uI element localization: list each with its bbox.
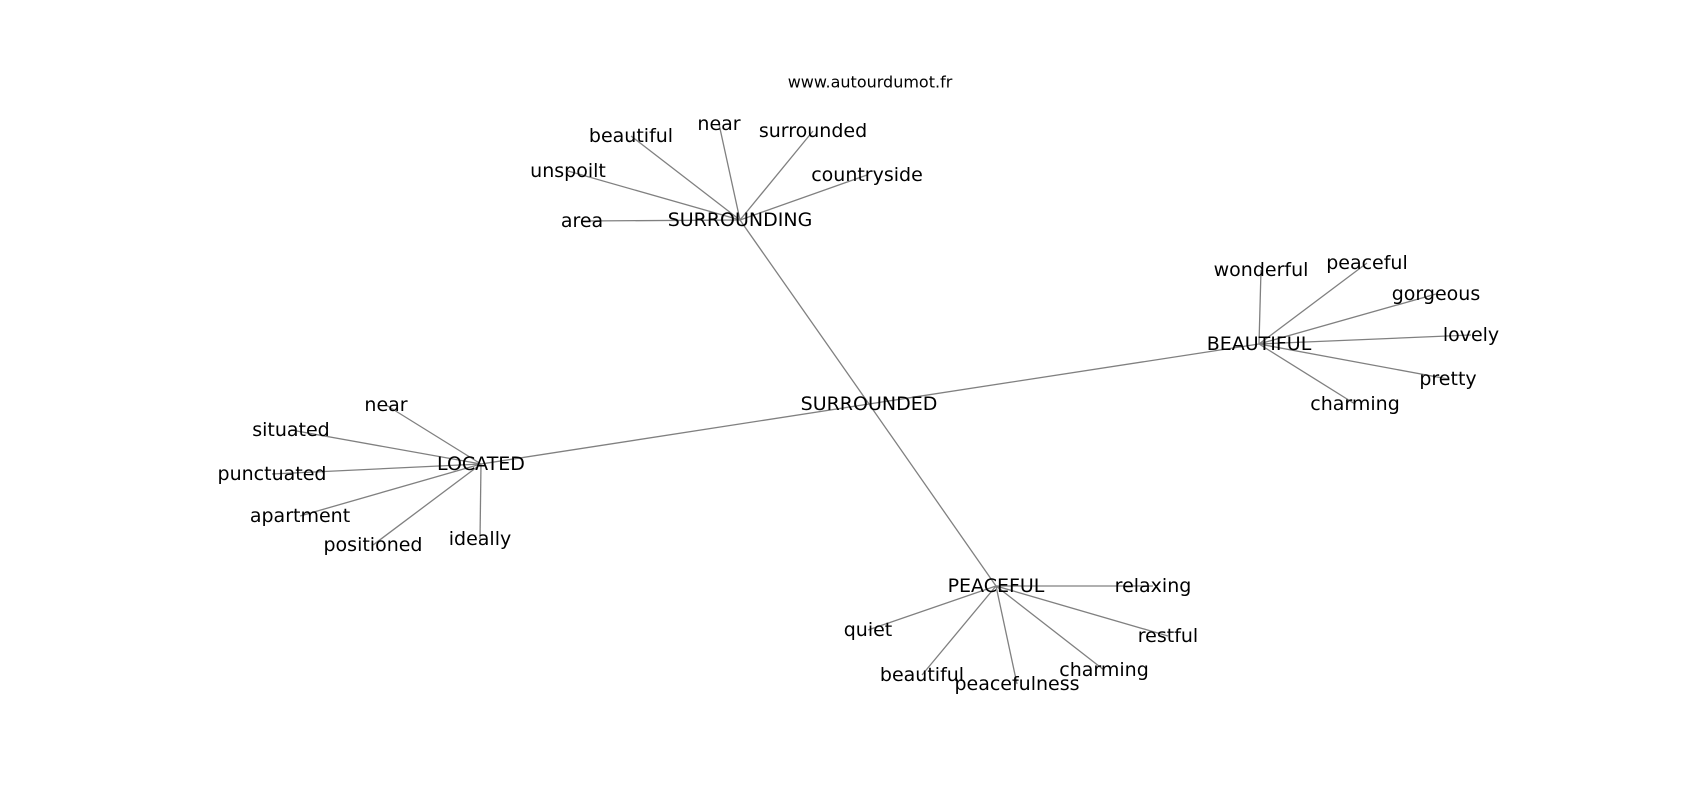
edge-located-punctuated: [271, 463, 482, 475]
edge-located-near: [385, 404, 482, 465]
edge-surrounding-unspoilt: [567, 170, 741, 221]
node-leaf-surrounding-area: area: [561, 210, 603, 232]
node-leaf-beautiful-gorgeous: gorgeous: [1392, 283, 1480, 305]
edge-located-ideally: [479, 463, 482, 540]
edge-surrounding-surrounded: [739, 130, 814, 221]
source-label: www.autourdumot.fr: [788, 73, 953, 92]
node-center: SURROUNDED: [801, 393, 938, 415]
edges-layer: [271, 123, 1472, 685]
edge-beautiful-gorgeous: [1258, 293, 1437, 345]
node-leaf-beautiful-wonderful: wonderful: [1214, 259, 1309, 281]
edge-center-surrounding: [739, 219, 870, 405]
node-leaf-located-positioned: positioned: [323, 534, 422, 556]
edge-center-located: [480, 403, 870, 465]
node-leaf-beautiful-pretty: pretty: [1419, 368, 1476, 390]
edge-peaceful-restful: [995, 585, 1169, 637]
edge-beautiful-peaceful: [1258, 262, 1368, 345]
node-leaf-located-ideally: ideally: [449, 528, 511, 550]
edge-beautiful-wonderful: [1258, 269, 1262, 345]
edge-surrounding-countryside: [739, 174, 868, 221]
edge-surrounding-area: [581, 219, 741, 222]
node-leaf-peaceful-restful: restful: [1138, 625, 1198, 647]
node-leaf-surrounding-beautiful: beautiful: [589, 125, 673, 147]
node-hub-located: LOCATED: [437, 453, 525, 475]
edge-peaceful-charming: [995, 585, 1105, 671]
node-hub-peaceful: PEACEFUL: [948, 575, 1045, 597]
node-leaf-beautiful-lovely: lovely: [1443, 324, 1499, 346]
edge-surrounding-near: [718, 123, 741, 221]
node-leaf-located-apartment: apartment: [250, 505, 350, 527]
edge-located-positioned: [372, 463, 482, 546]
node-leaf-peaceful-charming: charming: [1059, 659, 1149, 681]
node-leaf-surrounding-near: near: [697, 113, 740, 135]
node-leaf-beautiful-charming: charming: [1310, 393, 1400, 415]
node-leaf-peaceful-relaxing: relaxing: [1115, 575, 1192, 597]
node-leaf-surrounding-countryside: countryside: [811, 164, 923, 186]
edge-located-apartment: [299, 463, 482, 517]
edge-peaceful-peacefulness: [995, 585, 1018, 685]
edge-peaceful-quiet: [867, 585, 997, 631]
node-leaf-beautiful-peaceful: peaceful: [1326, 252, 1408, 274]
node-leaf-located-near: near: [364, 394, 407, 416]
node-leaf-located-punctuated: punctuated: [218, 463, 327, 485]
edge-center-beautiful: [868, 343, 1260, 405]
edge-beautiful-lovely: [1258, 334, 1472, 345]
node-hub-beautiful: BEAUTIFUL: [1207, 333, 1312, 355]
node-leaf-surrounding-unspoilt: unspoilt: [530, 160, 606, 182]
labels-layer: SURROUNDED SURROUNDING beautiful near surrou…: [218, 113, 1500, 695]
node-hub-surrounding: SURROUNDING: [668, 209, 813, 231]
edge-located-situated: [290, 429, 482, 465]
edge-peaceful-beautiful: [921, 585, 997, 676]
edge-beautiful-pretty: [1258, 343, 1449, 380]
node-leaf-peaceful-quiet: quiet: [844, 619, 893, 641]
edge-center-peaceful: [868, 403, 997, 587]
node-leaf-located-situated: situated: [252, 419, 330, 441]
node-leaf-surrounding-surrounded: surrounded: [759, 120, 867, 142]
node-leaf-peaceful-peacefulness: peacefulness: [954, 673, 1079, 695]
node-leaf-peaceful-beautiful: beautiful: [880, 664, 964, 686]
edge-beautiful-charming: [1258, 343, 1356, 405]
edge-surrounding-beautiful: [630, 135, 741, 221]
